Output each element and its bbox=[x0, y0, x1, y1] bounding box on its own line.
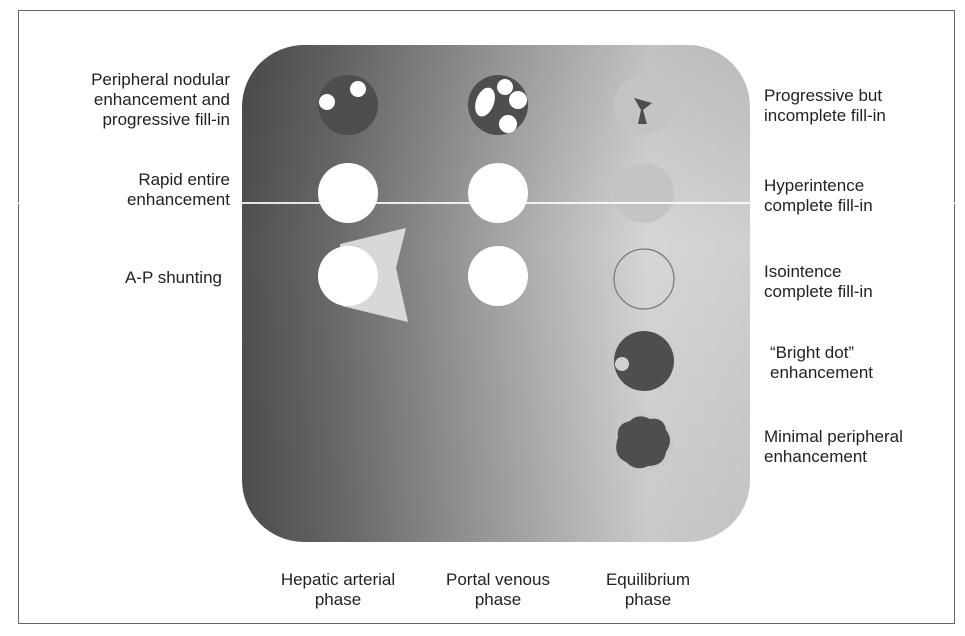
label-hepatic-arterial-phase: Hepatic arterial phase bbox=[258, 570, 418, 610]
label-peripheral-nodular: Peripheral nodular enhancement and progr… bbox=[91, 70, 230, 130]
nodule bbox=[499, 115, 517, 133]
bright-dot bbox=[615, 357, 629, 371]
nodule bbox=[497, 79, 513, 95]
lesion-portal-ap-shunting bbox=[468, 246, 528, 306]
label-rapid-entire: Rapid entire enhancement bbox=[127, 170, 230, 210]
label-isointense-complete: Isointence complete fill-in bbox=[764, 262, 873, 302]
lesion-arterial-rapid-entire bbox=[318, 163, 378, 223]
lesion-equilibrium-hyperintense bbox=[614, 163, 674, 223]
lesion-portal-rapid-entire bbox=[468, 163, 528, 223]
label-bright-dot: “Bright dot” enhancement bbox=[770, 343, 873, 383]
row-peripheral-nodular bbox=[318, 75, 674, 135]
row-rapid-entire bbox=[318, 163, 674, 223]
lesion-equilibrium-isointense bbox=[614, 249, 674, 309]
label-ap-shunting: A-P shunting bbox=[125, 268, 222, 288]
nodule bbox=[319, 94, 335, 110]
lesion-equilibrium-minimal-peripheral bbox=[616, 416, 670, 468]
lesion-arterial-ap-shunting bbox=[318, 246, 378, 306]
label-portal-venous-phase: Portal venous phase bbox=[428, 570, 568, 610]
label-minimal-peripheral: Minimal peripheral enhancement bbox=[764, 427, 903, 467]
row-bright-dot bbox=[614, 331, 674, 391]
row-minimal-peripheral bbox=[615, 414, 673, 472]
label-hyperintense-complete: Hyperintence complete fill-in bbox=[764, 176, 873, 216]
label-progressive-incomplete: Progressive but incomplete fill-in bbox=[764, 86, 886, 126]
row-ap-shunting bbox=[318, 228, 674, 322]
nodule bbox=[350, 81, 366, 97]
label-equilibrium-phase: Equilibrium phase bbox=[578, 570, 718, 610]
nodule bbox=[509, 91, 527, 109]
